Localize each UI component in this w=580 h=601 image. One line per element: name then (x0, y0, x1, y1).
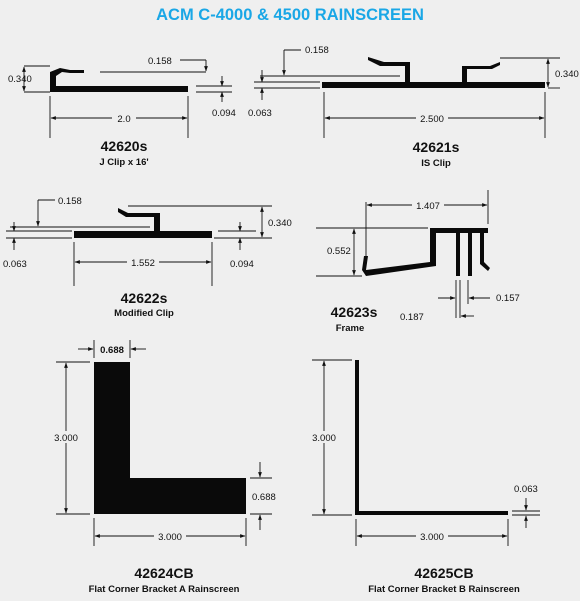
dim-42620s-width: 2.0 (117, 114, 130, 125)
dim-label-background (112, 112, 136, 124)
part-number-42621s: 42621s (413, 139, 460, 155)
part-description-42624CB: Flat Corner Bracket A Rainscreen (89, 584, 240, 595)
dim-42624CB-leg-width: 0.688 (100, 345, 124, 356)
dim-42621s-width: 2.500 (420, 114, 444, 125)
dim-label-background (308, 431, 340, 443)
dim-42620s-height: 0.340 (8, 74, 32, 85)
dim-42622s-width: 1.552 (131, 258, 155, 269)
part-42624CB: 0.688 3.000 0.688 3.000 42624CB Flat Cor… (50, 340, 276, 595)
part-description-42625CB: Flat Corner Bracket B Rainscreen (368, 584, 520, 595)
part-42622s: 0.158 0.340 0.063 0.094 1.552 42622s Mod… (3, 196, 292, 319)
dim-42621s-height: 0.340 (555, 69, 579, 80)
dim-42623s-leg: 0.187 (400, 312, 424, 323)
dim-42624CB-width: 3.000 (158, 532, 182, 543)
part-number-42620s: 42620s (101, 138, 148, 154)
part-42621s: 0.158 0.340 0.063 2.500 42621s IS Clip (248, 45, 579, 169)
dim-42623s-width: 1.407 (416, 201, 440, 212)
dim-42623s-slot: 0.157 (496, 293, 520, 304)
part-42625CB: 3.000 0.063 3.000 42625CB Flat Corner Br… (308, 359, 540, 595)
part-description-42621s: IS Clip (421, 158, 451, 169)
dim-label-background (416, 112, 448, 124)
dim-42624CB-leg-height: 0.688 (252, 492, 276, 503)
bracket-a-profile (94, 362, 246, 514)
dim-label-background (50, 431, 82, 443)
part-description-42620s: J Clip x 16' (99, 157, 148, 168)
dim-label-background (412, 199, 444, 211)
part-number-42622s: 42622s (121, 290, 168, 306)
dim-42620s-thickness: 0.094 (212, 108, 236, 119)
dim-42625CB-width: 3.000 (420, 532, 444, 543)
dim-42625CB-height: 3.000 (312, 433, 336, 444)
dim-42622s-thickness-b: 0.094 (230, 259, 254, 270)
dim-label-background (127, 256, 159, 268)
page-title: ACM C-4000 & 4500 RAINSCREEN (156, 6, 424, 24)
bracket-b-profile (355, 360, 508, 515)
dim-42622s-offset: 0.158 (58, 196, 82, 207)
dim-label-background (154, 530, 186, 542)
frame-profile (362, 228, 490, 276)
dim-42622s-height: 0.340 (268, 218, 292, 229)
part-number-42624CB: 42624CB (134, 565, 193, 581)
j-clip-profile (50, 68, 188, 92)
part-number-42623s: 42623s (331, 304, 378, 320)
dim-42621s-offset: 0.158 (305, 45, 329, 56)
part-number-42625CB: 42625CB (414, 565, 473, 581)
dim-42622s-thickness: 0.063 (3, 259, 27, 270)
modified-clip-profile (74, 208, 212, 238)
part-42620s: 0.340 0.158 0.094 2.0 42620s J Clip x 16… (8, 56, 236, 168)
dim-42621s-thickness: 0.063 (248, 108, 272, 119)
dim-label-background (416, 530, 448, 542)
dim-42623s-height: 0.552 (327, 246, 351, 257)
dim-42624CB-height: 3.000 (54, 433, 78, 444)
dim-42620s-offset: 0.158 (148, 56, 172, 67)
part-description-42623s: Frame (336, 323, 365, 334)
part-description-42622s: Modified Clip (114, 308, 174, 319)
dim-42625CB-thickness: 0.063 (514, 484, 538, 495)
is-clip-profile (322, 57, 545, 88)
part-42623s: 1.407 0.552 0.157 0.187 42623s Frame (316, 190, 520, 334)
